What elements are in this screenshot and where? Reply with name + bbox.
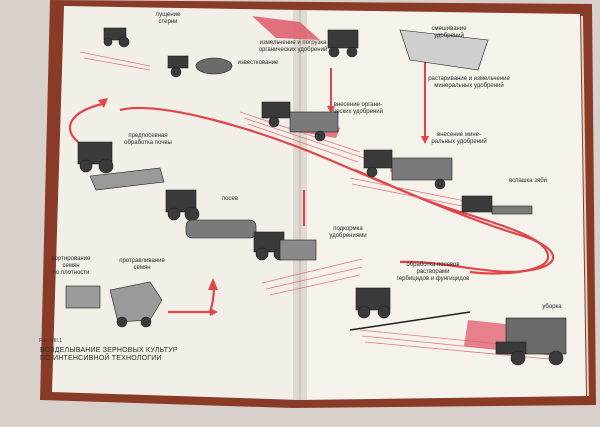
arrow-head-2 [208, 278, 218, 290]
label-spraying: обработка посевов растворами гербицидов … [396, 262, 470, 282]
label-mineral-apply: внесение мине- ральных удобрений [431, 132, 487, 145]
figure-number: Рис. VIII.1 [39, 338, 63, 344]
label-mixing: смешивание удобрений [431, 26, 467, 39]
figure-caption: ВОЗДЕЛЫВАНИЕ ЗЕРНОВЫХ КУЛЬТУР ПО ИНТЕНСИ… [40, 347, 230, 363]
page-edges [581, 15, 589, 397]
arrow-head-5 [421, 136, 429, 144]
label-harvest: уборка [542, 304, 562, 310]
caption-line-1: ВОЗДЕЛЫВАНИЕ ЗЕРНОВЫХ КУЛЬТУР [40, 347, 178, 354]
label-lime: известкование [237, 60, 279, 66]
flow-arrow-right [354, 168, 550, 275]
machinery [65, 27, 567, 366]
arrow-head-1 [98, 98, 108, 108]
arrow-head-4 [327, 106, 335, 114]
fertilizer-heap [252, 16, 320, 40]
label-sowing: посев [221, 196, 239, 202]
label-sorting: сортирование семян по плотности [51, 256, 91, 276]
label-snow: вспашка зяби [508, 178, 548, 184]
arrow-head-3 [210, 308, 218, 316]
flow-arrow-loop [68, 102, 103, 143]
caption-line-2: ПО ИНТЕНСИВНОЙ ТЕХНОЛОГИИ [40, 355, 162, 362]
label-stubble: лущение стерни [155, 12, 181, 25]
label-mineral-spread: растаривание и измельчение минеральных у… [428, 76, 510, 89]
label-organic-apply: внесение органи- ческих удобрений [333, 102, 383, 115]
label-treating: протравливание семян [119, 258, 165, 271]
label-topdress: подкормка удобрениями [329, 226, 367, 239]
label-organic-prep: измельчение и погрузка органических удоб… [258, 40, 328, 53]
label-presowing: предпосевная обработка почвы [124, 133, 172, 146]
